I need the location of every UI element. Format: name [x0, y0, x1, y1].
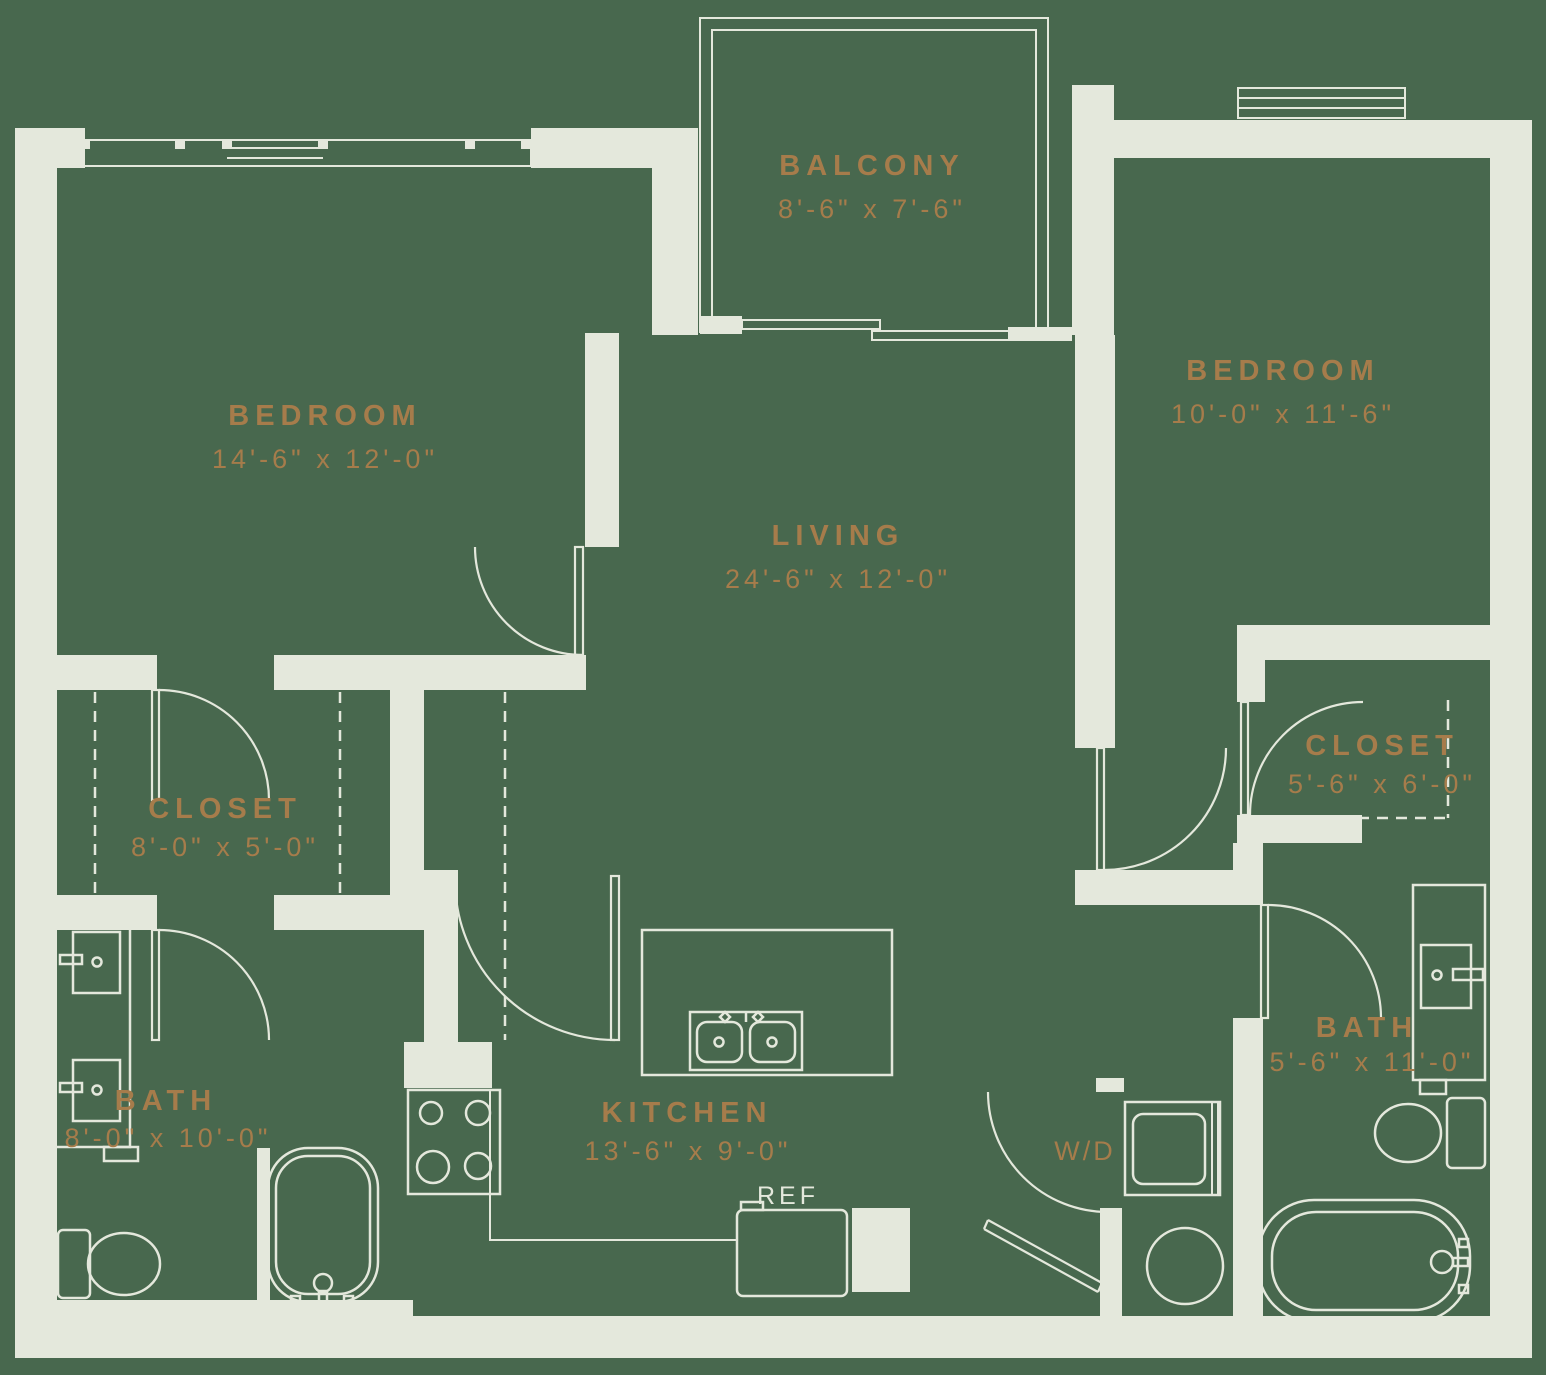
- bath-left-label: BATH: [115, 1085, 217, 1117]
- walls: [15, 85, 1532, 1358]
- closet-left-label: CLOSET: [148, 793, 302, 825]
- bedroom-left-dims: 14'-6" x 12'-0": [212, 444, 438, 474]
- kitchen-island: [640, 928, 894, 1077]
- bath-left-dims: 8'-0" x 10'-0": [64, 1123, 271, 1153]
- door-right-bath: [1259, 903, 1383, 1020]
- bedroom-right-dims: 10'-0" x 11'-6": [1171, 399, 1395, 429]
- balcony-dims: 8'-6" x 7'-6": [778, 194, 966, 224]
- closet-right-label: CLOSET: [1305, 730, 1459, 762]
- kitchen-label: KITCHEN: [602, 1097, 773, 1129]
- living-label: LIVING: [772, 520, 905, 552]
- refrigerator-label: REF: [757, 1182, 819, 1210]
- door-left-bath: [150, 928, 271, 1042]
- left-bath-vanity: [55, 925, 140, 1163]
- door-entry: [982, 1219, 1104, 1293]
- balcony-sliding-door: [741, 319, 1011, 341]
- stove: [406, 1088, 502, 1196]
- closet-left-dims: 8'-0" x 5'-0": [131, 832, 319, 862]
- bath-right-label: BATH: [1316, 1012, 1418, 1044]
- right-bath-vanity: [1411, 883, 1487, 1096]
- room-labels: BALCONY 8'-6" x 7'-6" BEDROOM 14'-6" x 1…: [64, 150, 1476, 1210]
- right-bath-toilet: [1373, 1096, 1487, 1170]
- balcony-railing: [699, 17, 1049, 333]
- washer-dryer-label: W/D: [1054, 1136, 1115, 1166]
- right-bath-tub: [1256, 1198, 1472, 1324]
- door-left-bedroom: [473, 545, 585, 657]
- bath-right-dims: 5'-6" x 11'-0": [1269, 1047, 1474, 1077]
- door-kitchen-hall: [453, 874, 621, 1042]
- door-washer-closet: [986, 1091, 1109, 1214]
- closet-rod-dashes: [93, 692, 1450, 1283]
- window-left-bedroom: [80, 139, 532, 167]
- left-bath-tub: [266, 1146, 380, 1317]
- closet-right-dims: 5'-6" x 6'-0": [1288, 769, 1476, 799]
- door-left-closet: [150, 688, 271, 802]
- refrigerator: [735, 1200, 849, 1298]
- door-right-closet: [1239, 700, 1364, 817]
- door-right-bedroom: [1095, 746, 1228, 872]
- kitchen-counter: [489, 1090, 737, 1241]
- balcony-label: BALCONY: [779, 150, 964, 182]
- bedroom-left-label: BEDROOM: [228, 400, 421, 432]
- kitchen-dims: 13'-6" x 9'-0": [584, 1136, 791, 1166]
- window-right-bedroom: [1237, 87, 1406, 119]
- bedroom-right-label: BEDROOM: [1186, 355, 1379, 387]
- washer-dryer-unit: [1123, 1100, 1225, 1306]
- living-dims: 24'-6" x 12'-0": [725, 564, 951, 594]
- left-bath-toilet: [56, 1228, 162, 1300]
